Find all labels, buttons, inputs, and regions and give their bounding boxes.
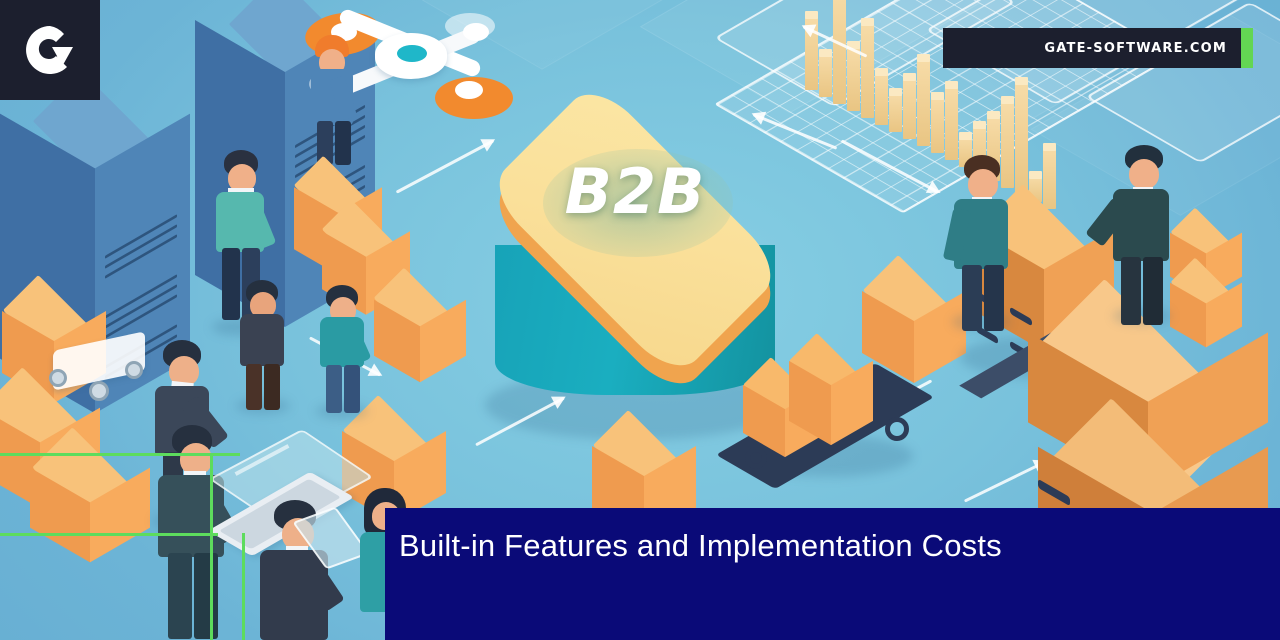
cardboard-box bbox=[370, 267, 466, 386]
website-url-text: GATE-SOFTWARE.COM bbox=[1044, 40, 1227, 56]
chart-bar bbox=[931, 92, 944, 153]
business-person bbox=[942, 155, 1022, 331]
b2b-hub: B2B bbox=[455, 79, 815, 440]
cardboard-box bbox=[30, 427, 155, 580]
alignment-guide-vertical bbox=[242, 533, 245, 640]
business-person bbox=[312, 285, 376, 419]
hub-glow bbox=[543, 149, 733, 257]
chart-bar bbox=[847, 41, 860, 111]
alignment-guide-horizontal bbox=[0, 453, 240, 456]
url-badge-accent-bar bbox=[1241, 28, 1253, 68]
chart-bar bbox=[903, 73, 916, 139]
page-title: Built-in Features and Implementation Cos… bbox=[399, 528, 1002, 563]
agv-robot-cart bbox=[45, 325, 155, 405]
chart-bar bbox=[819, 49, 832, 97]
bar-chart-panel bbox=[714, 0, 1176, 214]
warehouse-worker bbox=[305, 35, 365, 165]
chart-bar bbox=[1043, 143, 1056, 209]
business-person bbox=[232, 280, 298, 414]
business-person bbox=[1085, 145, 1185, 325]
brand-logo[interactable] bbox=[0, 0, 100, 100]
chart-bar bbox=[833, 0, 846, 104]
gate-g-logo-icon bbox=[26, 26, 73, 74]
chart-bar bbox=[945, 81, 958, 160]
hub-label: B2B bbox=[564, 155, 706, 228]
chart-bar bbox=[917, 54, 930, 146]
alignment-guide-vertical bbox=[210, 453, 213, 640]
chart-bar bbox=[875, 68, 888, 125]
website-url-badge: GATE-SOFTWARE.COM bbox=[943, 28, 1243, 68]
chart-bar bbox=[1015, 77, 1028, 195]
title-bar: Built-in Features and Implementation Cos… bbox=[385, 508, 1280, 640]
chart-bar bbox=[861, 18, 874, 118]
chart-bar bbox=[889, 88, 902, 132]
hand-truck-cart bbox=[715, 333, 935, 489]
business-person-with-laptop bbox=[150, 425, 260, 640]
alignment-guide-horizontal bbox=[0, 533, 218, 536]
chart-bar bbox=[1001, 96, 1014, 188]
